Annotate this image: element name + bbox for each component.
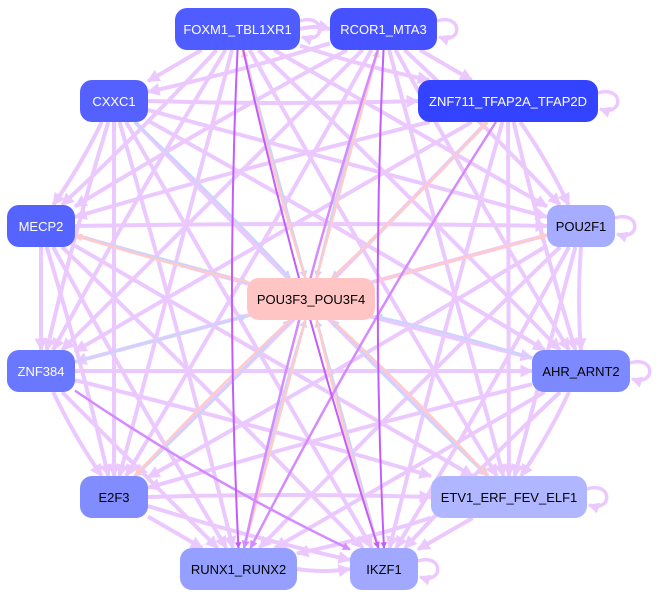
edge-rcor1-to-e2f3	[124, 49, 374, 478]
edge-mecp2-to-etv1	[73, 243, 474, 478]
edge-cxxc1-to-mecp2	[51, 121, 104, 207]
edge-mecp2-to-runx1	[51, 246, 229, 550]
edge-pou3f3-to-e2f3	[133, 319, 291, 477]
self-loop-rcor1	[436, 17, 459, 46]
edge-mecp2-to-ikzf1	[60, 245, 365, 550]
node-label: RCOR1_MTA3	[340, 21, 427, 37]
edge-cxxc1-to-pou3f3	[134, 121, 292, 279]
edge-pou3f3-to-etv1	[331, 319, 489, 477]
node-rcor1[interactable]: RCOR1_MTA3	[330, 8, 437, 50]
self-loop-pou2f1	[614, 214, 637, 243]
edge-ahr-to-runx1	[273, 390, 546, 550]
edge-rcor1-to-znf711	[418, 48, 473, 82]
node-label: IKZF1	[366, 561, 402, 577]
edge-pou2f1-to-ikzf1	[394, 246, 571, 550]
edge-cxxc1-to-ahr	[147, 118, 546, 352]
edge-znf711-to-runx1	[249, 121, 497, 549]
self-loop-ikzf1	[417, 557, 440, 586]
edge-pou3f3-to-runx1	[242, 319, 307, 549]
node-pou2f1[interactable]: POU2F1	[547, 205, 615, 247]
edge-mecp2-to-pou2f1	[74, 219, 549, 233]
edge-znf384-to-e2f3	[51, 391, 104, 478]
node-label: POU3F3_POU3F4	[256, 291, 366, 307]
edge-foxm1-to-etv1	[247, 49, 499, 478]
node-znf711[interactable]: ZNF711_TFAP2A_TFAP2D	[418, 80, 598, 122]
edge-znf384-to-ikzf1	[74, 389, 351, 551]
node-label: POU2F1	[555, 218, 607, 234]
node-label: ZNF384	[17, 363, 65, 379]
node-label: FOXM1_TBL1XR1	[183, 21, 292, 37]
edge-znf711-to-pou2f1	[518, 120, 571, 207]
node-label: MECP2	[18, 218, 64, 234]
edge-cxxc1-to-znf711	[147, 94, 420, 108]
node-label: RUNX1_RUNX2	[190, 561, 287, 577]
edge-pou2f1-to-ahr	[573, 246, 587, 352]
edge-pou3f3-to-znf711	[331, 121, 489, 279]
node-ikzf1[interactable]: IKZF1	[350, 548, 418, 590]
node-etv1[interactable]: ETV1_ERF_FEV_ELF1	[431, 476, 587, 518]
edge-pou3f3-to-mecp2	[74, 233, 248, 283]
node-mecp2[interactable]: MECP2	[7, 205, 75, 247]
edge-etv1-to-ikzf1	[416, 516, 474, 552]
edge-foxm1-to-runx1	[230, 49, 242, 549]
edge-znf711-to-mecp2	[73, 120, 431, 220]
node-label: ZNF711_TFAP2A_TFAP2D	[429, 93, 587, 109]
edge-pou2f1-to-e2f3	[146, 244, 549, 480]
node-ahr[interactable]: AHR_ARNT2	[532, 350, 630, 392]
edge-rcor1-to-ikzf1	[376, 49, 387, 549]
edge-znf384-to-etv1	[74, 378, 433, 479]
self-loop-foxm1	[299, 17, 322, 46]
edge-znf384-to-pou3f3	[74, 314, 248, 364]
node-e2f3[interactable]: E2F3	[80, 476, 148, 518]
edge-etv1-to-runx1	[295, 515, 432, 558]
edge-ahr-to-pou3f3	[374, 313, 533, 360]
edge-e2f3-to-pou3f3	[134, 319, 292, 477]
node-pou3f3[interactable]: POU3F3_POU3F4	[247, 278, 375, 320]
node-label: AHR_ARNT2	[542, 363, 620, 379]
node-foxm1[interactable]: FOXM1_TBL1XR1	[175, 8, 300, 50]
edge-ahr-to-e2f3	[146, 382, 533, 491]
self-loop-etv1	[586, 485, 609, 514]
edge-runx1-to-ikzf1	[296, 564, 352, 578]
edge-cxxc1-to-ikzf1	[124, 121, 374, 550]
edge-e2f3-to-runx1	[146, 514, 204, 550]
edge-foxm1-to-rcor1	[299, 19, 332, 33]
self-loop-ahr	[629, 359, 652, 388]
node-runx1[interactable]: RUNX1_RUNX2	[180, 548, 297, 590]
edge-znf711-to-znf384	[73, 120, 473, 354]
edge-pou2f1-to-runx1	[258, 245, 562, 550]
edge-etv1-to-pou3f3	[331, 319, 489, 477]
edge-ahr-to-etv1	[519, 391, 571, 478]
edge-rcor1-to-cxxc1	[146, 41, 331, 96]
edge-pou3f3-to-rcor1	[315, 49, 380, 279]
edge-foxm1-to-cxxc1	[146, 48, 203, 83]
edge-e2f3-to-etv1	[147, 490, 433, 504]
self-loop-znf711	[597, 89, 620, 118]
node-cxxc1[interactable]: CXXC1	[80, 80, 148, 122]
edge-pou3f3-to-pou2f1	[374, 233, 548, 283]
node-label: ETV1_ERF_FEV_ELF1	[440, 489, 578, 505]
node-znf384[interactable]: ZNF384	[7, 350, 75, 392]
node-label: CXXC1	[92, 93, 136, 109]
node-label: E2F3	[98, 489, 130, 505]
